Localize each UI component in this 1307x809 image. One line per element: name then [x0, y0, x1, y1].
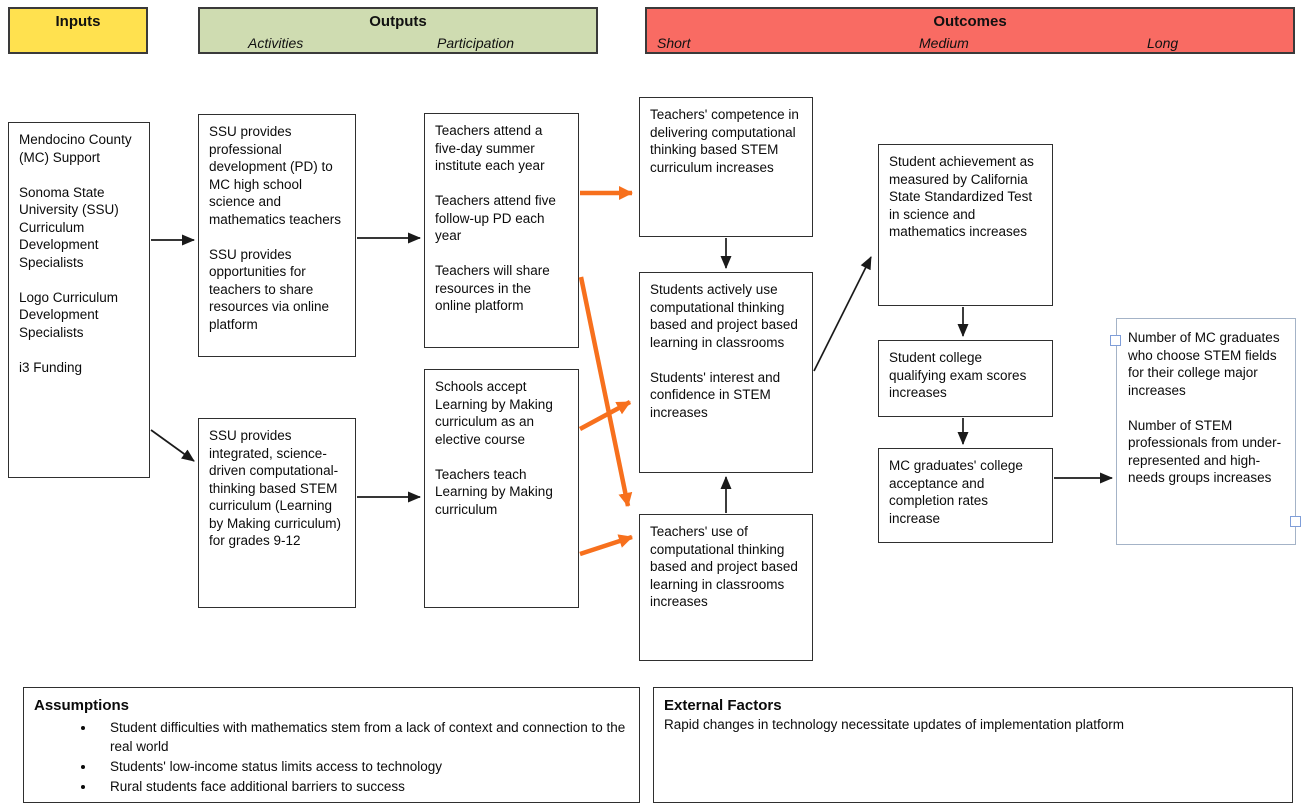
connector-inputs-to-activity-curriculum[interactable]	[150, 429, 195, 462]
outcomes-header-label: Outcomes	[933, 13, 1007, 30]
inputs-header[interactable]: Inputs	[8, 7, 148, 54]
assumptions-item: Student difficulties with mathematics st…	[96, 719, 629, 757]
inputs-box-text: Mendocino County (MC) Support Sonoma Sta…	[19, 132, 132, 376]
outcome-teacher-use-box[interactable]: Teachers' use of computational thinking …	[639, 514, 813, 661]
connector-students-to-achievement[interactable]	[813, 256, 872, 372]
participation-schools-box[interactable]: Schools accept Learning by Making curric…	[424, 369, 579, 608]
selection-handle-top-left[interactable]	[1110, 335, 1121, 346]
outcomes-sub-short: Short	[657, 35, 691, 51]
connector-schools-to-students[interactable]	[578, 400, 632, 431]
outcome-teacher-use-text: Teachers' use of computational thinking …	[650, 524, 798, 610]
activity-curriculum-box[interactable]: SSU provides integrated, science-driven …	[198, 418, 356, 608]
assumptions-list: Student difficulties with mathematics st…	[96, 719, 629, 797]
selection-handle-bottom-right[interactable]	[1290, 516, 1301, 527]
inputs-header-label: Inputs	[55, 13, 101, 30]
outcome-exam-scores-text: Student college qualifying exam scores i…	[889, 350, 1027, 401]
connector-institute-to-teachuse[interactable]	[578, 276, 633, 507]
outputs-sub-participation: Participation	[437, 35, 515, 51]
outcome-college-acceptance-box[interactable]: MC graduates' college acceptance and com…	[878, 448, 1053, 543]
connector-schools-to-teachuse[interactable]	[579, 534, 633, 557]
outcome-college-acceptance-text: MC graduates' college acceptance and com…	[889, 458, 1023, 526]
activity-professional-development-text: SSU provides professional development (P…	[209, 124, 342, 333]
outcome-teacher-competence-text: Teachers' competence in delivering compu…	[650, 107, 799, 175]
outcomes-sub-long: Long	[1147, 35, 1179, 51]
assumptions-item: Students' low-income status limits acces…	[96, 758, 629, 777]
inputs-box[interactable]: Mendocino County (MC) Support Sonoma Sta…	[8, 122, 150, 478]
assumptions-item: Rural students face additional barriers …	[96, 778, 629, 797]
outputs-sub-activities: Activities	[248, 35, 304, 51]
external-factors-box[interactable]: External Factors Rapid changes in techno…	[653, 687, 1293, 803]
outputs-header-label: Outputs	[369, 13, 427, 30]
participation-institute-text: Teachers attend a five-day summer instit…	[435, 123, 556, 314]
outcomes-sub-medium: Medium	[919, 35, 969, 51]
activity-curriculum-text: SSU provides integrated, science-driven …	[209, 428, 342, 549]
external-factors-text: Rapid changes in technology necessitate …	[664, 717, 1125, 732]
participation-schools-text: Schools accept Learning by Making curric…	[435, 379, 553, 517]
outcome-student-achievement-box[interactable]: Student achievement as measured by Calif…	[878, 144, 1053, 306]
assumptions-title: Assumptions	[34, 697, 130, 714]
outputs-header[interactable]: Outputs Activities Participation	[198, 7, 598, 54]
activity-professional-development-box[interactable]: SSU provides professional development (P…	[198, 114, 356, 357]
outcome-students-use-text: Students actively use computational thin…	[650, 282, 798, 420]
assumptions-box[interactable]: Assumptions Student difficulties with ma…	[23, 687, 640, 803]
outcome-students-use-box[interactable]: Students actively use computational thin…	[639, 272, 813, 473]
outcome-stem-fields-text: Number of MC graduates who choose STEM f…	[1128, 330, 1282, 486]
outcome-stem-fields-box[interactable]: Number of MC graduates who choose STEM f…	[1116, 318, 1296, 545]
outcome-student-achievement-text: Student achievement as measured by Calif…	[889, 154, 1034, 240]
external-factors-title: External Factors	[664, 697, 782, 714]
outcome-exam-scores-box[interactable]: Student college qualifying exam scores i…	[878, 340, 1053, 417]
participation-institute-box[interactable]: Teachers attend a five-day summer instit…	[424, 113, 579, 348]
outcome-teacher-competence-box[interactable]: Teachers' competence in delivering compu…	[639, 97, 813, 237]
outcomes-header[interactable]: Outcomes Short Medium Long	[645, 7, 1295, 54]
